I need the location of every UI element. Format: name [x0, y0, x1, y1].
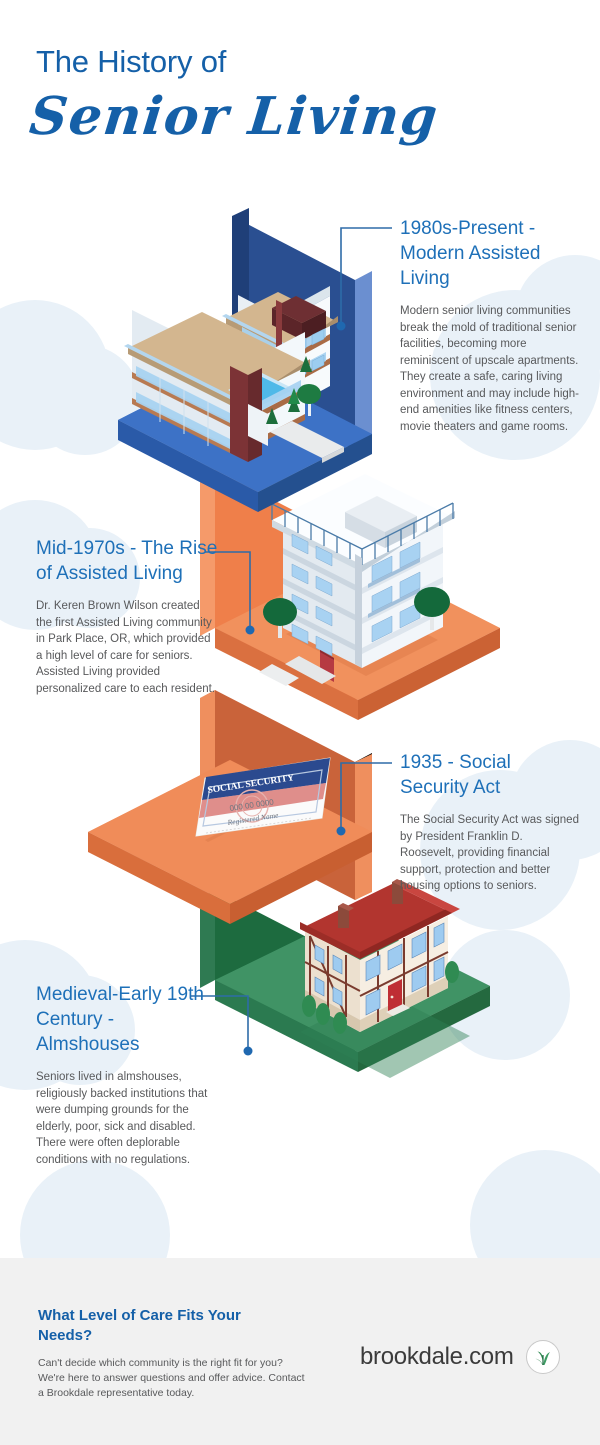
tree: [297, 384, 321, 416]
footer: What Level of Care Fits Your Needs? Can'…: [0, 1258, 600, 1445]
isometric-timeline-illustration: SOCIAL SECURITY 000 00 0000 Registered N…: [88, 208, 500, 1078]
section-heading: Medieval-Early 19th Century - Almshouses: [36, 984, 204, 1055]
footer-brand[interactable]: brookdale.com: [360, 1340, 560, 1374]
footer-heading: What Level of Care Fits Your Needs?: [38, 1307, 241, 1344]
section-block-rise-of-assisted-living: Mid-1970s - The Rise of Assisted Living …: [36, 536, 218, 697]
brookdale-url[interactable]: brookdale.com: [360, 1343, 514, 1370]
section-body: Dr. Keren Brown Wilson created the first…: [36, 600, 215, 695]
tree: [266, 408, 278, 424]
section-block-social-security-act: 1935 - Social Security Act The Social Se…: [400, 750, 580, 895]
tree: [300, 356, 312, 372]
social-security-card: SOCIAL SECURITY 000 00 0000 Registered N…: [195, 757, 331, 842]
section-body: The Social Security Act was signed by Pr…: [400, 814, 579, 892]
section-heading: Mid-1970s - The Rise of Assisted Living: [36, 538, 218, 584]
section-heading: 1935 - Social Security Act: [400, 752, 511, 798]
tree: [288, 388, 300, 412]
page-title-line2: Senior Living: [26, 86, 442, 147]
tree: [263, 598, 297, 638]
leaf-logo-icon: [525, 1340, 560, 1374]
tree: [414, 587, 450, 630]
section-body: Modern senior living communities break t…: [400, 305, 579, 433]
page-title-line1: The History of: [36, 44, 227, 79]
section-block-almshouses: Medieval-Early 19th Century - Almshouses…: [36, 982, 218, 1168]
section-block-modern-assisted-living: 1980s-Present - Modern Assisted Living M…: [400, 216, 580, 435]
section-heading: 1980s-Present - Modern Assisted Living: [400, 218, 541, 289]
almshouse-building: [300, 879, 470, 1078]
section-body: Seniors lived in almshouses, religiously…: [36, 1071, 208, 1166]
apartment-building-1970s: [259, 474, 455, 686]
modern-assisted-living-building: [124, 286, 344, 463]
footer-body-text: Can't decide which community is the righ…: [38, 1357, 305, 1399]
